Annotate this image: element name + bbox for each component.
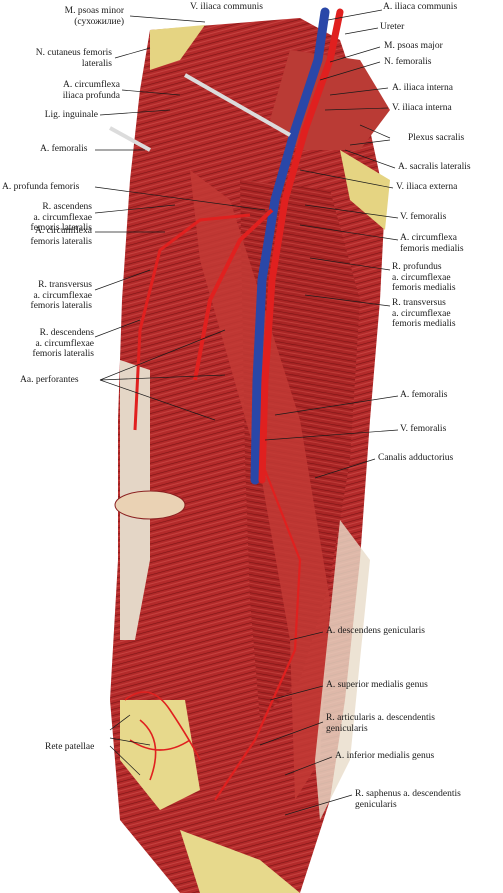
leader-lines — [94, 9, 399, 816]
label-a-femoralis-left: A. femoralis — [40, 144, 88, 154]
label-a-iliaca-interna: A. iliaca interna — [392, 83, 453, 93]
label-r-ascendens: R. ascendens a. circumflexae femoris lat… — [30, 202, 92, 233]
label-r-profundus-medialis: R. profundus a. circumflexae femoris med… — [392, 262, 456, 293]
label-r-descendens-lateralis: R. descendens a. circumflexae femoris la… — [32, 328, 94, 359]
label-plexus-sacralis: Plexus sacralis — [408, 133, 465, 143]
label-a-iliaca-communis: A. iliaca communis — [383, 2, 458, 12]
label-r-transversus-medialis: R. transversus a. circumflexae femoris m… — [392, 298, 456, 329]
label-v-femoralis-lower: V. femoralis — [400, 424, 447, 434]
rete-patellae — [124, 691, 201, 781]
circumflex-lateral — [133, 213, 251, 431]
label-a-inferior-medialis-genus: A. inferior medialis genus — [335, 751, 435, 761]
label-v-iliaca-communis: V. iliaca communis — [190, 2, 263, 12]
label-ureter: Ureter — [380, 22, 405, 32]
label-m-psoas-major: M. psoas major — [384, 41, 443, 51]
label-n-femoralis: N. femoralis — [384, 57, 432, 67]
medial-fascia — [315, 520, 370, 820]
knee-fat — [120, 700, 200, 810]
profunda-femoris — [193, 208, 274, 381]
label-v-femoralis-upper: V. femoralis — [400, 212, 447, 222]
label-a-circumflexa-femoris-lateralis: A. circumflexa femoris lateralis — [30, 226, 92, 247]
label-r-saphenus: R. saphenus a. descendentis genicularis — [355, 789, 461, 810]
label-r-articularis: R. articularis a. descendentis genicular… — [326, 713, 435, 734]
label-a-circumflexa-iliaca-profunda: A. circumflexa iliaca profunda — [62, 80, 120, 101]
probe-hook-2 — [109, 126, 151, 152]
label-lig-inguinale: Lig. inguinale — [44, 110, 98, 120]
fat-pad-top-left — [150, 25, 205, 70]
label-canalis-adductorius: Canalis adductorius — [378, 453, 454, 463]
label-aa-perforantes: Aa. perforantes — [20, 375, 79, 385]
label-a-sacralis-lateralis: A. sacralis lateralis — [398, 162, 471, 172]
label-a-circumflexa-femoris-medialis: A. circumflexa femoris medialis — [400, 233, 464, 254]
label-a-femoralis-right: A. femoralis — [400, 390, 448, 400]
descending-genicular — [214, 469, 302, 801]
knee-lower-fat — [180, 830, 300, 893]
label-a-superior-medialis-genus: A. superior medialis genus — [326, 680, 428, 690]
label-n-cutaneus-femoris-lateralis: N. cutaneus femoris lateralis — [35, 48, 112, 69]
cut-muscle-stump — [114, 490, 186, 520]
femoral-vein — [250, 7, 330, 485]
label-r-transversus-lateralis: R. transversus a. circumflexae femoris l… — [30, 280, 92, 311]
femoral-artery — [258, 8, 344, 484]
label-v-iliaca-interna: V. iliaca interna — [392, 103, 452, 113]
label-rete-patellae: Rete patellae — [45, 742, 95, 752]
label-v-iliaca-externa: V. iliaca externa — [396, 182, 458, 192]
label-a-descendens-genicularis: A. descendens genicularis — [326, 626, 425, 636]
probe-hook — [184, 73, 291, 137]
label-psoas-minor: M. psoas minor (сухожилие) — [64, 6, 124, 27]
fat-pad-top-right — [340, 150, 390, 230]
label-a-profunda-femoris: A. profunda femoris — [2, 182, 80, 192]
